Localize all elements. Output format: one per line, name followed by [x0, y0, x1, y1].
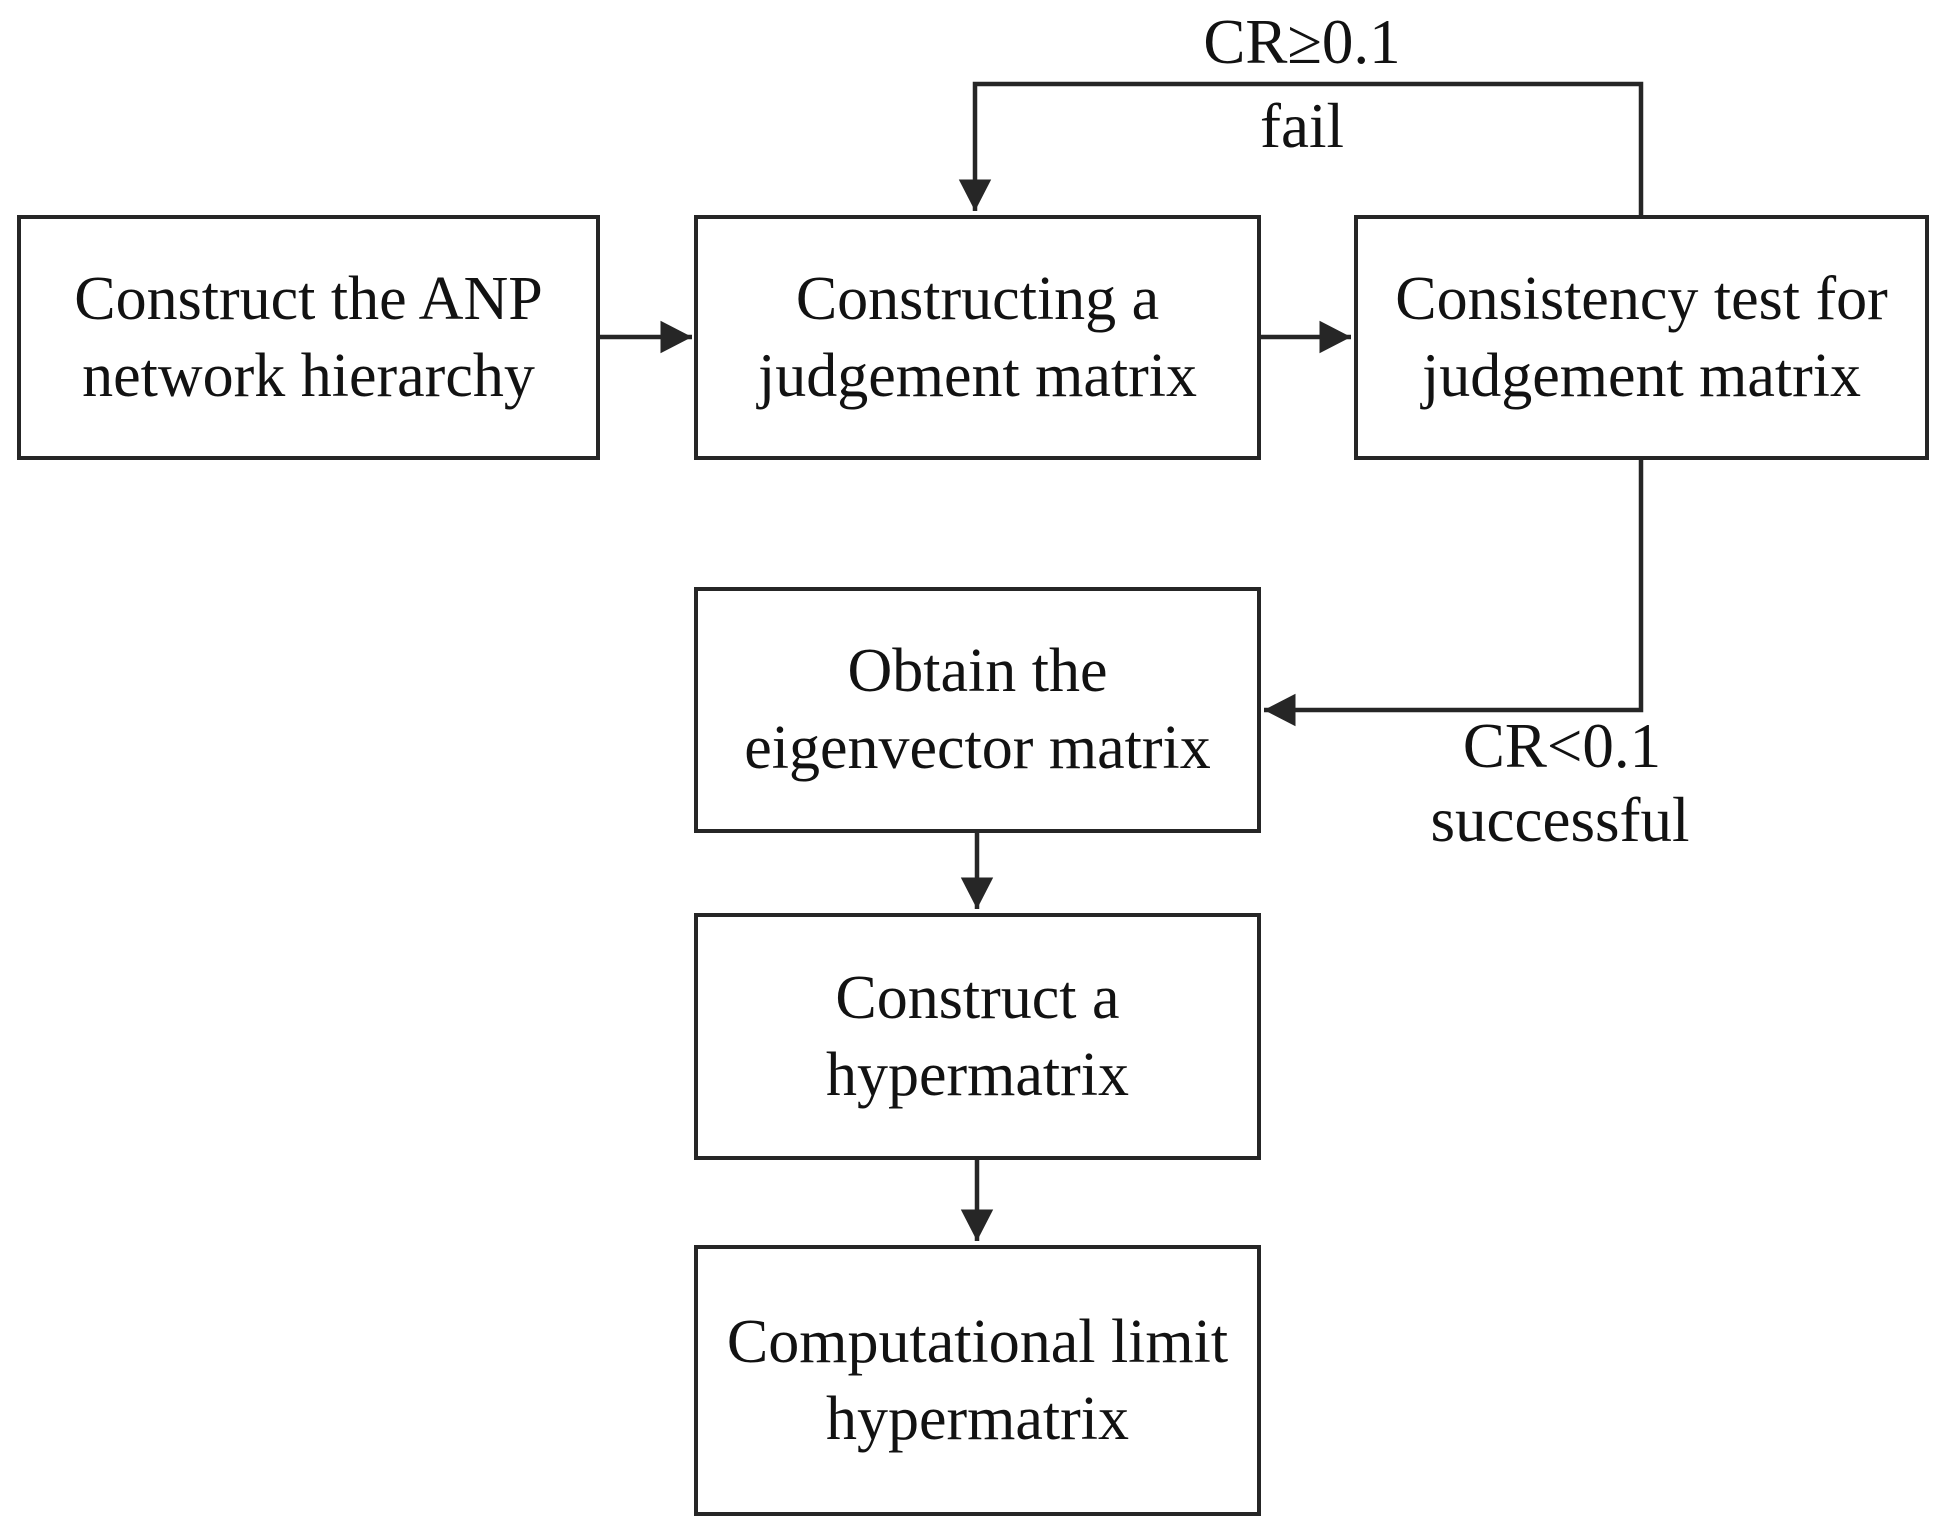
edge-label-fail-condition: CR≥0.1	[1203, 7, 1401, 77]
edge-label-success-condition: CR<0.1	[1462, 711, 1662, 781]
node-obtain-eigenvector-matrix: Obtain the eigenvector matrix	[694, 587, 1261, 833]
edge-label-fail-text: fail	[1260, 91, 1344, 161]
node-constructing-judgement-matrix: Constructing a judgement matrix	[694, 215, 1261, 460]
node-construct-hypermatrix: Construct a hypermatrix	[694, 913, 1261, 1160]
edge-label-success-text: successful	[1430, 785, 1690, 855]
node-consistency-test-judgement-matrix: Consistency test for judgement matrix	[1354, 215, 1929, 460]
node-construct-anp-network-hierarchy: Construct the ANP network hierarchy	[17, 215, 600, 460]
arrow-success-to-eigenvector	[1264, 460, 1644, 727]
node-computational-limit-hypermatrix: Computational limit hypermatrix	[694, 1245, 1261, 1516]
arrow-fail-feedback	[958, 81, 1644, 215]
